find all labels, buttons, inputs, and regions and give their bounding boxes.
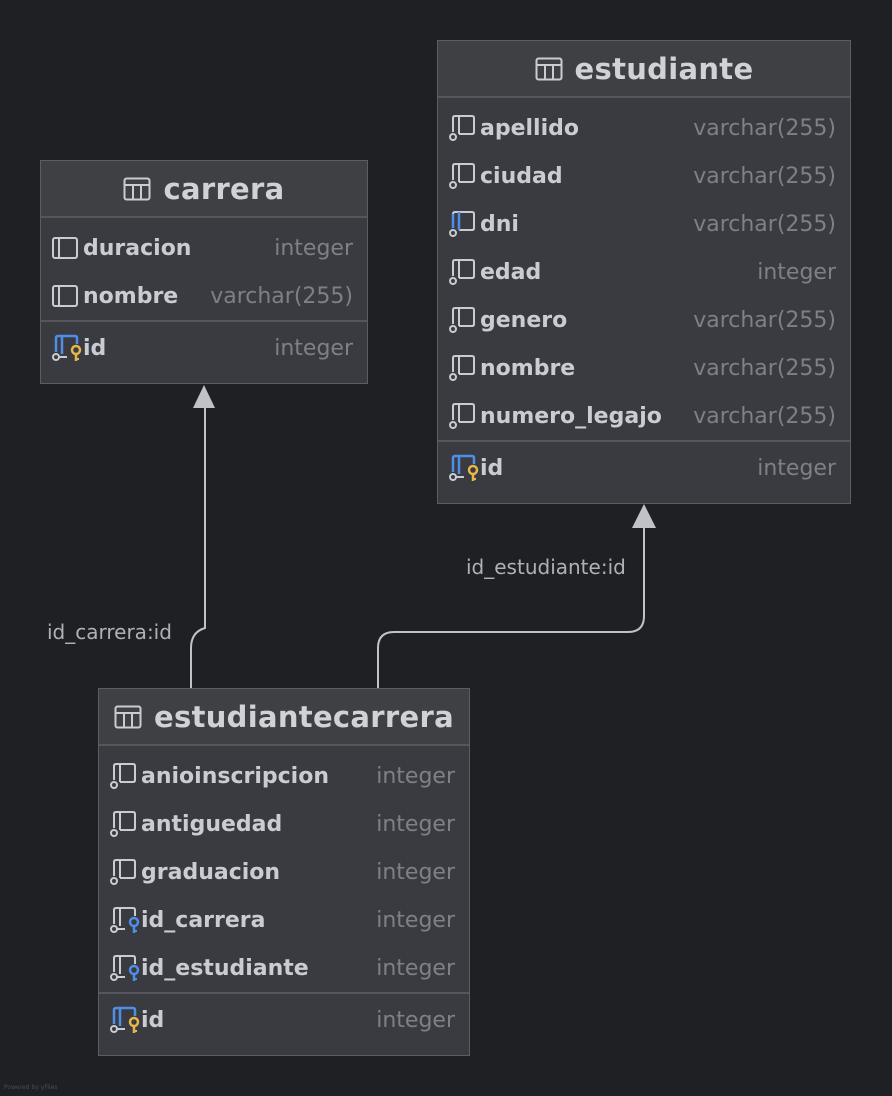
column-icon [51,282,83,310]
column-name: id_carrera [141,907,266,933]
column-row[interactable]: genero varchar(255) [438,296,850,344]
table-header[interactable]: estudiante [438,41,850,98]
column-name: antiguedad [141,811,283,837]
table-header[interactable]: carrera [41,161,367,218]
column-row[interactable]: apellido varchar(255) [438,104,850,152]
column-name: id [141,1007,165,1033]
column-type: varchar(255) [693,307,836,333]
column-name: nombre [480,355,576,381]
column-row[interactable]: graduacion integer [99,848,469,896]
table-estudiante[interactable]: estudiante apellido varchar(255) ciudad varc… [437,40,851,504]
relation-label-estudiante: id_estudiante:id [466,555,626,579]
column-name: dni [480,211,519,237]
not-null-column-icon [448,258,480,286]
column-list: duracion integer nombre varchar(255) [41,218,367,320]
column-row[interactable]: id_carrera integer [99,896,469,944]
column-type: integer [274,335,353,361]
column-name: apellido [480,115,579,141]
not-null-column-icon [109,810,141,838]
column-type: varchar(255) [693,403,836,429]
column-row[interactable]: duracion integer [41,224,367,272]
column-type: integer [757,259,836,285]
watermark: Powered by yFiles [4,1084,58,1091]
column-type: varchar(255) [693,355,836,381]
column-name: ciudad [480,163,563,189]
column-name: graduacion [141,859,281,885]
column-icon [51,234,83,262]
column-type: integer [376,859,455,885]
column-row[interactable]: numero_legajo varchar(255) [438,392,850,440]
primary-key-icon [51,334,83,362]
column-name: nombre [83,283,179,309]
not-null-column-icon [448,114,480,142]
primary-key-separator [438,440,850,442]
column-name: anioinscripcion [141,763,329,789]
not-null-column-icon [448,354,480,382]
column-type: varchar(255) [693,211,836,237]
column-row[interactable]: dni varchar(255) [438,200,850,248]
relation-label-carrera: id_carrera:id [47,620,172,644]
not-null-column-icon [448,306,480,334]
column-row[interactable]: ciudad varchar(255) [438,152,850,200]
table-title: estudiante [574,51,754,86]
not-null-column-icon [109,858,141,886]
foreign-key-icon [109,954,141,982]
column-type: integer [376,955,455,981]
primary-key-icon [109,1006,141,1034]
column-type: integer [376,811,455,837]
table-icon [114,705,142,729]
column-name: edad [480,259,542,285]
column-row[interactable]: id_estudiante integer [99,944,469,992]
not-null-column-icon [448,402,480,430]
unique-column-icon [448,210,480,238]
column-name: duracion [83,235,192,261]
column-type: varchar(255) [693,115,836,141]
table-title: estudiantecarrera [154,699,454,734]
primary-key-separator [41,320,367,322]
column-row[interactable]: nombre varchar(255) [438,344,850,392]
column-row[interactable]: anioinscripcion integer [99,752,469,800]
primary-key-row[interactable]: id integer [99,994,469,1046]
column-row[interactable]: edad integer [438,248,850,296]
arrowhead-estudiante [632,504,656,528]
column-type: integer [376,763,455,789]
arrowhead-carrera [193,385,215,408]
column-type: varchar(255) [210,283,353,309]
foreign-key-icon [109,906,141,934]
relation-line-carrera [190,408,206,688]
table-icon [535,57,563,81]
not-null-column-icon [109,762,141,790]
column-type: integer [376,1007,455,1033]
table-header[interactable]: estudiantecarrera [99,689,469,746]
column-row[interactable]: nombre varchar(255) [41,272,367,320]
column-name: id [83,335,107,361]
primary-key-separator [99,992,469,994]
table-icon [123,177,151,201]
column-type: integer [757,455,836,481]
table-carrera[interactable]: carrera duracion integer nombre varchar(255)… [40,160,368,384]
column-type: integer [274,235,353,261]
column-row[interactable]: antiguedad integer [99,800,469,848]
column-name: genero [480,307,568,333]
primary-key-icon [448,454,480,482]
column-name: id [480,455,504,481]
column-type: varchar(255) [693,163,836,189]
primary-key-row[interactable]: id integer [41,322,367,374]
column-type: integer [376,907,455,933]
column-name: numero_legajo [480,403,662,429]
column-name: id_estudiante [141,955,309,981]
not-null-column-icon [448,162,480,190]
relation-line-estudiante [377,528,645,688]
primary-key-row[interactable]: id integer [438,442,850,494]
table-title: carrera [163,171,285,206]
